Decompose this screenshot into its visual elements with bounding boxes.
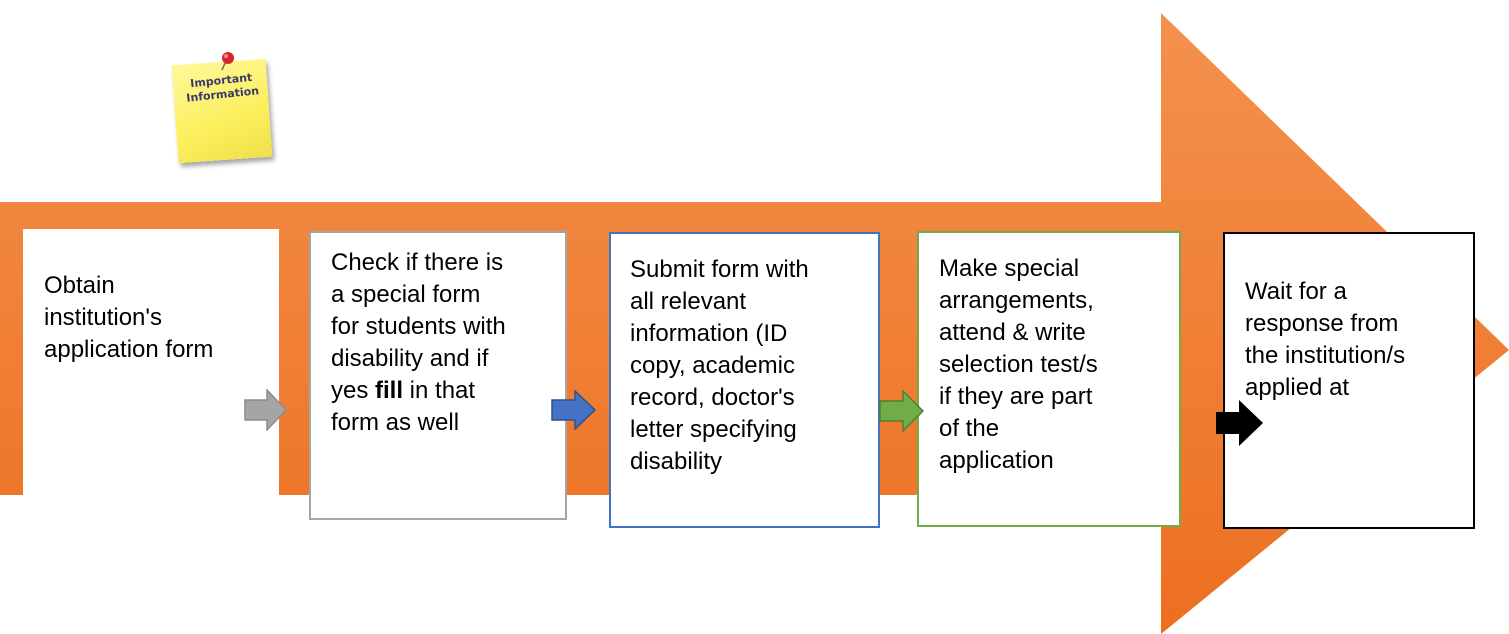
step-wait-text: Wait for a response from the institution… — [1245, 278, 1406, 401]
right-arrow-icon — [244, 389, 288, 431]
step-wait-response: Wait for a response from the institution… — [1223, 232, 1475, 529]
right-arrow-icon — [551, 390, 597, 430]
right-arrow-icon — [879, 390, 925, 432]
step-check-text-bold: fill — [375, 377, 404, 404]
step-check-text-end: in that form as well — [331, 377, 476, 436]
step-obtain-text: Obtain institution's application form — [44, 272, 214, 363]
step-submit-form: Submit form with all relevant informatio… — [609, 232, 880, 528]
step-submit-text: Submit form with all relevant informatio… — [630, 256, 809, 475]
step-check-special-form: Check if there is a special form for stu… — [309, 231, 567, 520]
important-info-sticky-note: Important Information — [165, 50, 285, 175]
pushpin-icon — [221, 52, 234, 71]
step-obtain-form: Obtain institution's application form — [23, 229, 279, 515]
right-arrow-icon — [1216, 400, 1263, 446]
step-check-text: Check if there is a special form for stu… — [331, 247, 565, 439]
step-arrange-text: Make special arrangements, attend & writ… — [939, 255, 1098, 474]
step-special-arrangements: Make special arrangements, attend & writ… — [917, 231, 1181, 527]
step-check-text-start: Check if there is a special form for stu… — [331, 249, 506, 404]
